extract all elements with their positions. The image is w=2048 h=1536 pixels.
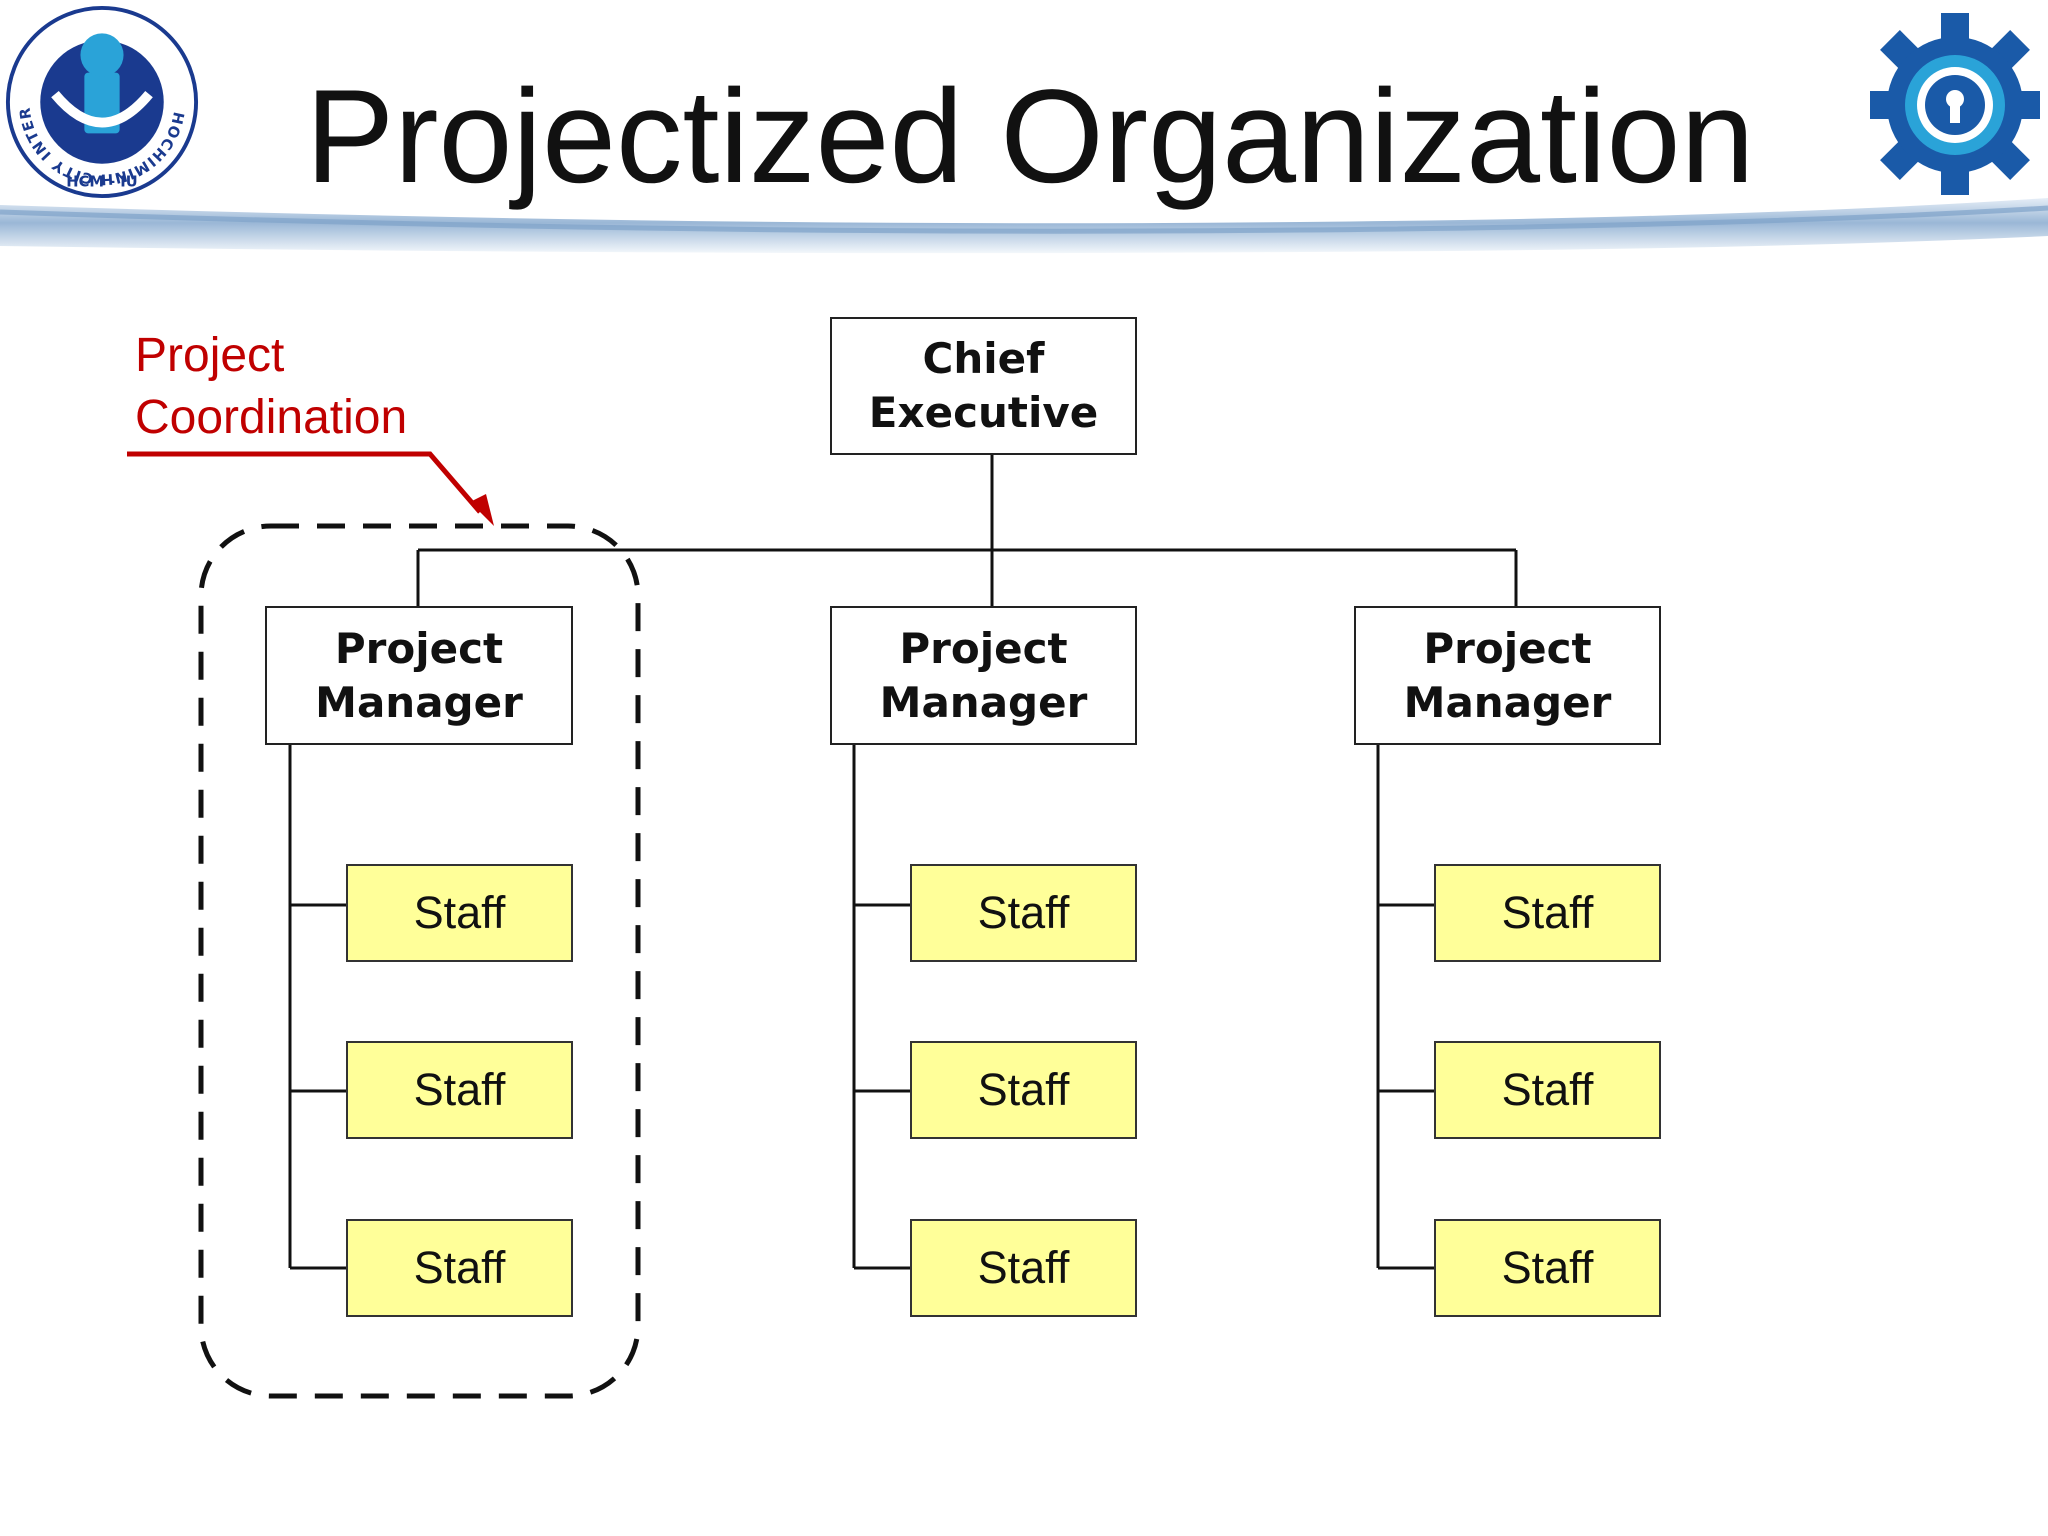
chief-executive-box: Chief Executive <box>830 317 1137 455</box>
staff-box: Staff <box>346 864 573 962</box>
coordination-label: Project Coordination <box>135 329 408 444</box>
slide-title: Projectized Organization <box>305 63 1755 211</box>
project-manager-box: Project Manager <box>1354 606 1661 745</box>
seal-bottom-text: HCM - IU <box>66 173 137 190</box>
staff-box: Staff <box>1434 864 1661 962</box>
coordination-boundary <box>198 523 641 1399</box>
staff-box: Staff <box>346 1041 573 1139</box>
staff-box: Staff <box>346 1219 573 1317</box>
project-manager-box: Project Manager <box>265 606 573 745</box>
annotation-arrowhead <box>470 494 494 526</box>
staff-box: Staff <box>1434 1219 1661 1317</box>
university-seal-icon: HOCHIMINH CITY INTERNATIONAL UNIVERSITY … <box>4 4 199 199</box>
project-manager-box: Project Manager <box>830 606 1137 745</box>
staff-box: Staff <box>910 1041 1137 1139</box>
gear-keyhole-icon <box>1870 13 2040 195</box>
header-band <box>0 198 2048 254</box>
annotation-arrow <box>127 451 482 514</box>
staff-box: Staff <box>910 1219 1137 1317</box>
staff-box: Staff <box>910 864 1137 962</box>
staff-box: Staff <box>1434 1041 1661 1139</box>
